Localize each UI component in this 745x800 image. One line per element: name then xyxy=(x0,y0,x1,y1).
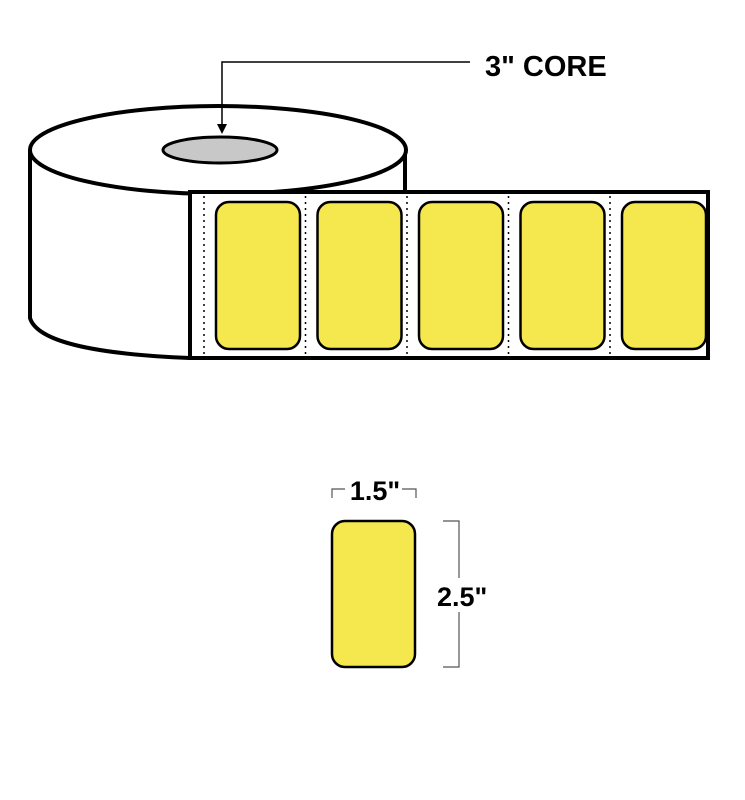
width-dimension-bracket xyxy=(331,488,417,498)
width-dimension-label: 1.5" xyxy=(350,476,400,506)
core-size-label: 3" CORE xyxy=(485,51,607,83)
label-roll xyxy=(28,104,408,360)
roll-label xyxy=(214,200,302,351)
roll-label xyxy=(316,200,403,351)
perforation-lines xyxy=(203,196,611,354)
roll-label xyxy=(519,200,606,351)
single-label xyxy=(330,519,417,669)
roll-label xyxy=(417,200,505,351)
roll-labels xyxy=(214,200,708,351)
roll-label xyxy=(620,200,708,351)
label-strip xyxy=(188,190,710,360)
callout-leader-line xyxy=(221,61,470,128)
height-label-backing xyxy=(436,578,498,612)
height-dimension-label: 2.5" xyxy=(437,582,487,612)
single-label-detail: 1.5" 2.5" xyxy=(330,476,498,669)
roll-body xyxy=(30,150,405,358)
core-hole xyxy=(161,135,279,165)
callout-arrowhead xyxy=(217,124,227,134)
core-callout: 3" CORE xyxy=(217,51,607,134)
roll-left-edge xyxy=(28,150,191,360)
